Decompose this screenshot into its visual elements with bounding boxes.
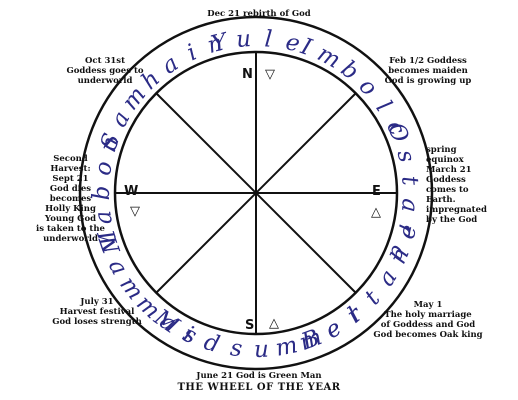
note-ostara: spring equinox March 21 Goddess comes to… (426, 145, 487, 225)
note-imbolc: Feb 1/2 Goddess becomes maiden God is gr… (384, 56, 472, 86)
element-triangle-icon: ▽ (265, 67, 275, 82)
sabbat-letter: s (392, 147, 420, 165)
note-beltane: May 1 The holy marriage of Goddess and G… (373, 300, 483, 340)
sabbat-letter: a (373, 265, 402, 291)
note-midsummer: June 21 God is Green Man (196, 371, 322, 381)
sabbat-letter: e (321, 315, 346, 344)
element-triangle-icon: △ (371, 205, 381, 220)
compass-directions: N ▽ E △ S △ W ▽ (124, 67, 381, 333)
sabbat-letter: L (92, 232, 122, 256)
sabbat-letter: e (283, 29, 302, 57)
note-samhain: Oct 31st Goddess goes to underworld (66, 56, 144, 86)
sabbat-letter: u (235, 26, 252, 53)
spoke-nw-se (155, 92, 357, 294)
sabbat-letter: l (264, 26, 273, 53)
sabbat-letter: d (201, 329, 222, 358)
sabbat-letter: a (396, 197, 423, 213)
sabbat-letter: e (394, 222, 423, 242)
sabbat-letter: S (96, 130, 126, 154)
direction-w: W (124, 184, 138, 199)
direction-n: N (242, 67, 253, 82)
sabbat-letter: b (89, 186, 115, 201)
element-triangle-icon: ▽ (130, 204, 140, 219)
diagram-title: THE WHEEL OF THE YEAR (177, 382, 341, 393)
sabbat-letter: m (296, 324, 326, 356)
sabbat-letter: s (179, 321, 201, 350)
direction-e: E (372, 184, 381, 199)
element-triangle-icon: △ (269, 316, 279, 331)
sabbat-letter: m (273, 332, 299, 362)
note-mabon: Second Harvest: Sept 21 God dies becomes… (36, 154, 105, 244)
sabbat-letter: a (103, 255, 132, 279)
sabbat-letter: n (205, 30, 226, 59)
sabbat-letter: m (313, 41, 345, 74)
sabbat-letter: l (371, 96, 397, 117)
sabbat-letter: s (229, 335, 244, 362)
note-lammas: July 31 Harvest festival God loses stren… (52, 297, 142, 327)
sabbat-letter: a (90, 209, 118, 227)
sabbat-letter: u (254, 337, 270, 364)
sabbat-letter: t (396, 175, 423, 187)
note-yule: Dec 21 rebirth of God (207, 9, 311, 19)
direction-s: S (245, 318, 254, 333)
sabbat-letter: i (183, 40, 201, 67)
sabbat-letter: o (90, 159, 118, 177)
outer-ring (78, 15, 434, 371)
